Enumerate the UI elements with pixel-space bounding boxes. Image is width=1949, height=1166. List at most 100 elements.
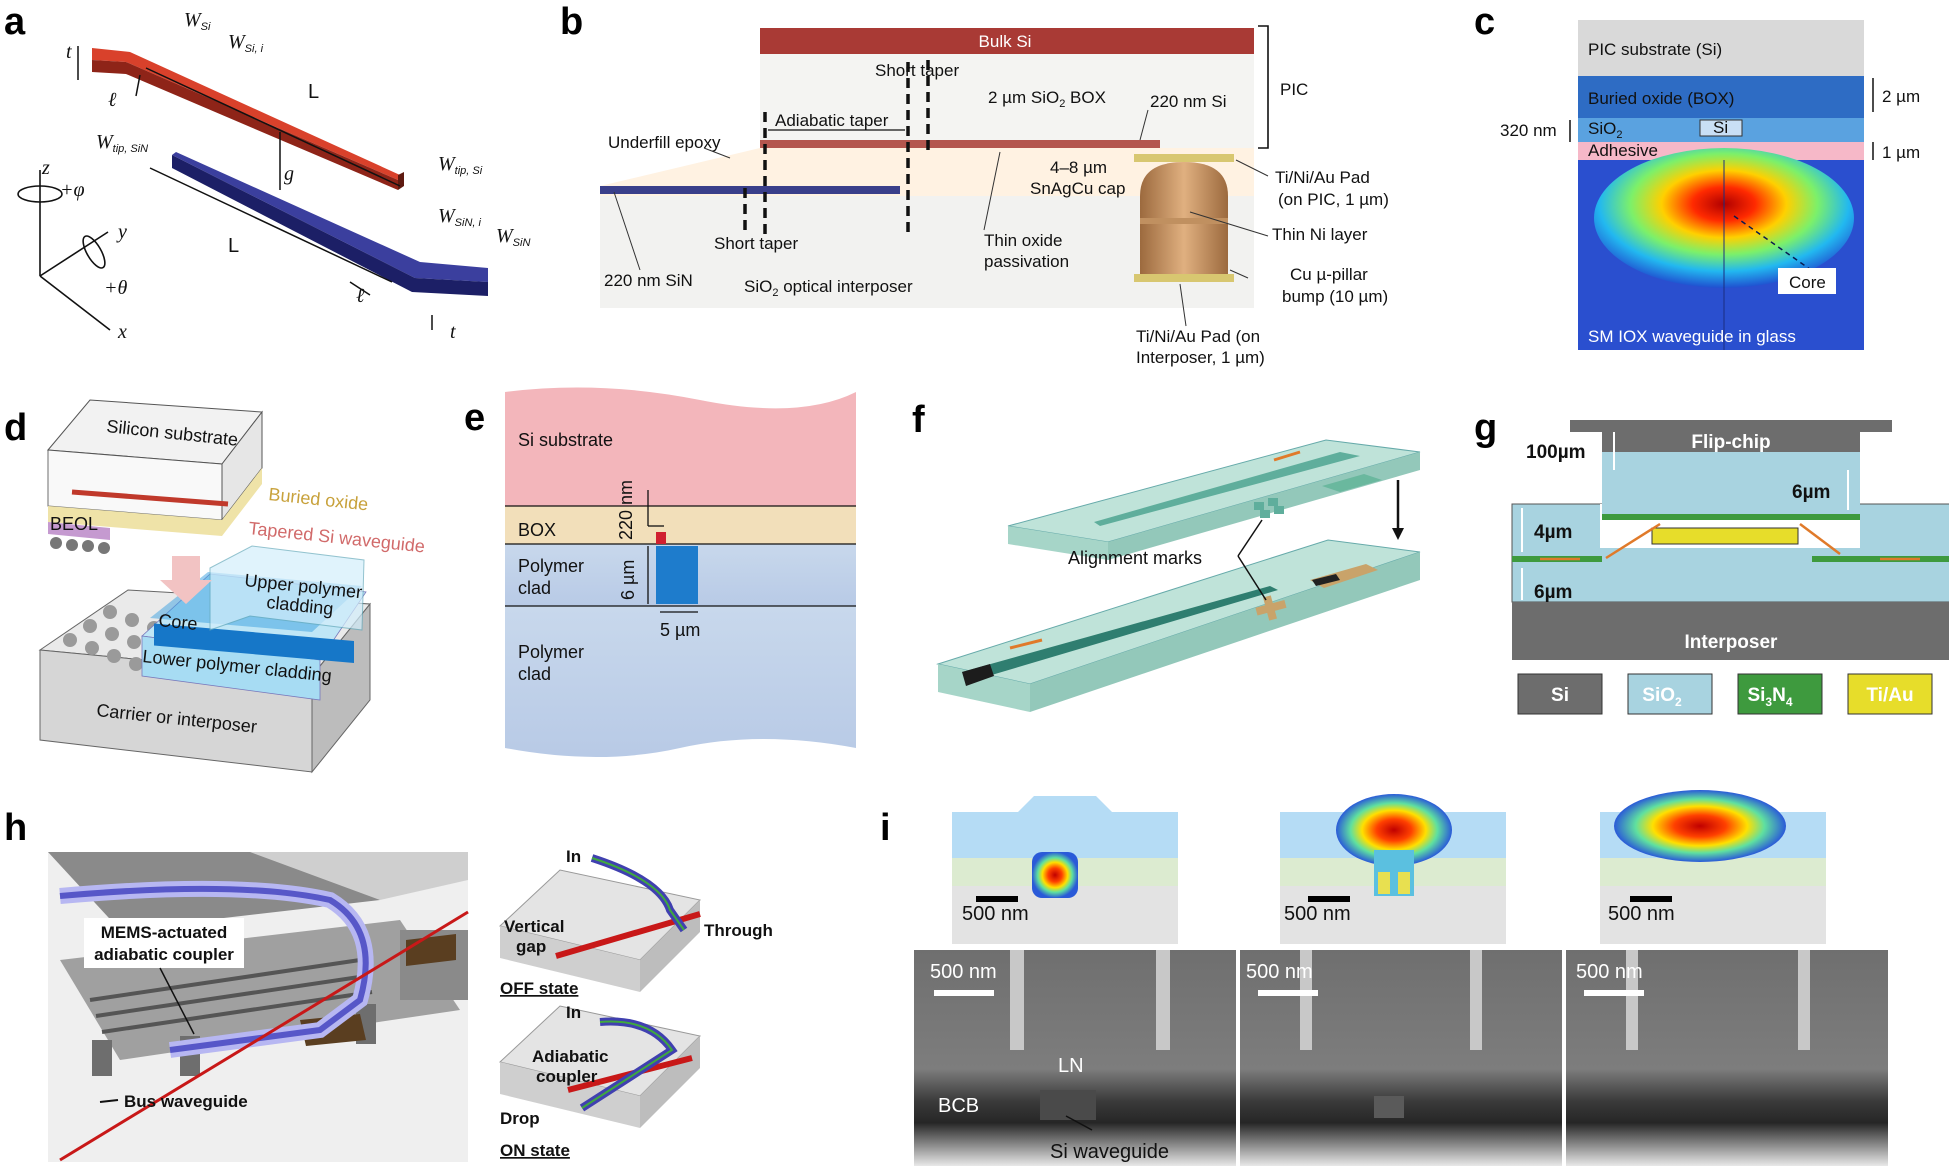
i-scale-sem-2: 500 nm	[1246, 961, 1313, 983]
b-pad-pic-1: Ti/Ni/Au Pad	[1275, 168, 1370, 187]
g-legend: Si SiO2 Si3N4 Ti/Au	[1517, 673, 1933, 715]
b-si220-label: 220 nm Si	[1150, 92, 1227, 111]
b-cu-pillar-1: Cu µ-pillar	[1290, 265, 1368, 284]
label-w-si-i: WSi, i	[228, 31, 264, 55]
c-core-label: Core	[1789, 273, 1826, 292]
h-bus-waveguide	[59, 910, 469, 1162]
c-substrate	[1578, 20, 1864, 76]
c-adhesive-label: Adhesive	[1588, 141, 1658, 160]
c-2um: 2 µm	[1882, 87, 1920, 106]
b-interposer-label: SiO2 optical interposer	[744, 277, 913, 299]
g-flip-chip-label: Flip-chip	[1691, 432, 1770, 453]
i-sem-2	[1240, 950, 1562, 1166]
b-bulk-si-label: Bulk Si	[979, 32, 1032, 51]
h-on-state: ON state	[500, 1141, 570, 1160]
label-ell-bot: ℓ	[356, 285, 365, 307]
g-100um: 100µm	[1526, 442, 1586, 463]
c-box-label: Buried oxide (BOX)	[1588, 89, 1734, 108]
h-in-top: In	[566, 847, 581, 866]
panel-h: MEMS-actuated adiabatic coupler Bus wave…	[48, 847, 773, 1162]
b-pad-pic-2: (on PIC, 1 µm)	[1278, 190, 1389, 209]
g-legend-sio2: SiO2	[1642, 685, 1682, 709]
g-6um-top: 6µm	[1792, 482, 1830, 503]
i-scale-mode-1: 500 nm	[962, 903, 1029, 925]
c-si-label: Si	[1713, 118, 1728, 137]
panel-label-a: a	[4, 1, 26, 43]
f-alignment-label: Alignment marks	[1068, 548, 1202, 568]
b-short-taper-bot: Short taper	[714, 234, 798, 253]
e-polymer-core	[656, 546, 698, 604]
label-w-tip-si: Wtip, Si	[438, 153, 483, 177]
b-short-taper-top: Short taper	[875, 61, 959, 80]
panel-label-c: c	[1474, 1, 1495, 43]
e-box-label: BOX	[518, 520, 556, 540]
panel-f: Alignment marks	[936, 439, 1421, 712]
i-sem-3	[1566, 950, 1888, 1166]
a-labels: WSi WSi, i t ℓ L Wtip, Si Wtip, SiN g L …	[66, 9, 530, 343]
si-taper-front	[398, 172, 404, 190]
sin-waveguide-top	[172, 152, 488, 282]
b-thin-ni: Thin Ni layer	[1272, 225, 1368, 244]
b-cu-pillar	[1140, 224, 1228, 274]
b-box-layer	[760, 54, 1254, 148]
panel-label-f: f	[912, 399, 925, 441]
g-tiau	[1651, 527, 1799, 545]
panel-a: WSi WSi, i t ℓ L Wtip, Si Wtip, SiN g L …	[17, 9, 530, 343]
b-thin-oxide-1: Thin oxide	[984, 231, 1062, 250]
g-interposer	[1512, 602, 1949, 660]
g-legend-tiau: Ti/Au	[1866, 685, 1913, 706]
i-si-waveguide-label: Si waveguide	[1050, 1141, 1169, 1163]
c-sio2-label: SiO2	[1588, 119, 1622, 141]
g-4um: 4µm	[1534, 522, 1572, 543]
panel-d: Silicon substrate Buried oxide BEOL Tape…	[38, 399, 426, 774]
sin-waveguide-side	[172, 155, 488, 296]
b-snagcu-2: SnAgCu cap	[1030, 179, 1125, 198]
d-tapered-si	[71, 489, 229, 507]
label-w-sin: WSiN	[496, 225, 530, 249]
phi-label: +φ	[60, 179, 85, 201]
d-buried-oxide-layer	[48, 468, 262, 536]
i-scale-mode-3: 500 nm	[1608, 903, 1675, 925]
c-box	[1578, 76, 1864, 118]
i-scale-sem-3: 500 nm	[1576, 961, 1643, 983]
d-beol	[48, 522, 110, 540]
panel-labels: a b c d e f g h i	[4, 1, 1497, 849]
b-snagcu-1: 4–8 µm	[1050, 158, 1107, 177]
e-si-substrate	[505, 387, 856, 506]
b-sin-waveguide	[600, 186, 900, 194]
d-upper-cladding	[209, 545, 365, 631]
d-core	[154, 623, 354, 663]
label-w-sin-i: WSiN, i	[438, 205, 482, 229]
panel-i: 500 nm 500 nm 500 nm 500 nm 500 nm 5	[914, 790, 1888, 1166]
panel-g: Flip-chip 100µm 6µm 4µm 6µm Interposer S…	[1511, 420, 1949, 715]
label-t-bot: t	[450, 321, 456, 343]
c-caption: SM IOX waveguide in glass	[1588, 327, 1796, 346]
c-si-core	[1699, 119, 1743, 137]
h-in-bot: In	[566, 1003, 581, 1022]
panel-label-g: g	[1474, 407, 1497, 449]
i-scale-sem-1: 500 nm	[930, 961, 997, 983]
panel-c: Core PIC substrate (Si) Buried oxide (BO…	[1500, 20, 1920, 350]
i-sem-1	[914, 950, 1236, 1166]
f-top-waveguide	[1094, 452, 1360, 526]
b-si-layer	[760, 140, 1160, 148]
label-w-si: WSi	[184, 9, 211, 33]
e-box	[505, 506, 856, 544]
e-polymer-clad-2	[505, 606, 856, 757]
e-6um: 6 µm	[618, 560, 638, 600]
b-thin-oxide-2: passivation	[984, 252, 1069, 271]
e-220nm: 220 nm	[616, 480, 636, 540]
axis-x-label: x	[117, 321, 127, 343]
axis-y-label: y	[116, 221, 127, 243]
h-drop: Drop	[500, 1109, 540, 1128]
label-l-bot: L	[228, 235, 239, 257]
i-bcb-label: BCB	[938, 1095, 979, 1117]
i-mode-2	[1280, 794, 1506, 944]
i-ln-label: LN	[1058, 1055, 1084, 1077]
b-adiabatic-taper-label: Adiabatic taper	[775, 111, 889, 130]
panel-b: Bulk Si	[600, 25, 1389, 367]
c-320nm: 320 nm	[1500, 121, 1557, 140]
e-polymer-1a: Polymer	[518, 556, 584, 576]
e-polymer-2a: Polymer	[518, 642, 584, 662]
h-adiabatic-2: coupler	[536, 1067, 598, 1086]
